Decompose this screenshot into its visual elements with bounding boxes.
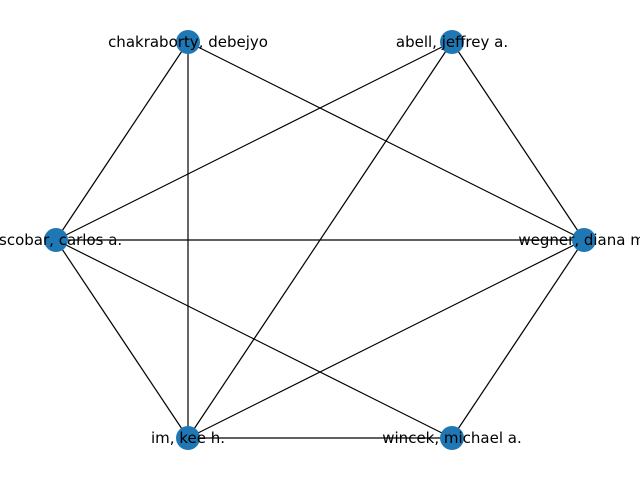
node-label-wegner: wegner, diana m.	[518, 231, 640, 249]
node-label-abell: abell, jeffrey a.	[396, 33, 508, 51]
node-label-im: im, kee h.	[151, 429, 225, 447]
node-label-escobar: escobar, carlos a.	[0, 231, 122, 249]
node-im	[176, 426, 200, 450]
labels-layer: chakraborty, debejyo abell, jeffrey a. esc…	[0, 33, 640, 447]
edge-wegner-wincek	[451, 239, 585, 439]
node-wincek	[440, 426, 464, 450]
edges-layer	[55, 41, 585, 439]
edge-abell-wegner	[451, 41, 585, 241]
edge-escobar-im	[55, 239, 189, 439]
node-label-wincek: wincek, michael a.	[382, 429, 522, 447]
edge-wegner-im	[187, 239, 585, 439]
edge-abell-escobar	[55, 41, 453, 241]
node-label-chakraborty: chakraborty, debejyo	[108, 33, 268, 51]
edge-chakraborty-escobar	[55, 41, 189, 241]
node-escobar	[44, 228, 68, 252]
nodes-layer	[44, 30, 596, 450]
node-chakraborty	[176, 30, 200, 54]
node-abell	[440, 30, 464, 54]
node-wegner	[572, 228, 596, 252]
edge-escobar-wincek	[55, 239, 453, 439]
